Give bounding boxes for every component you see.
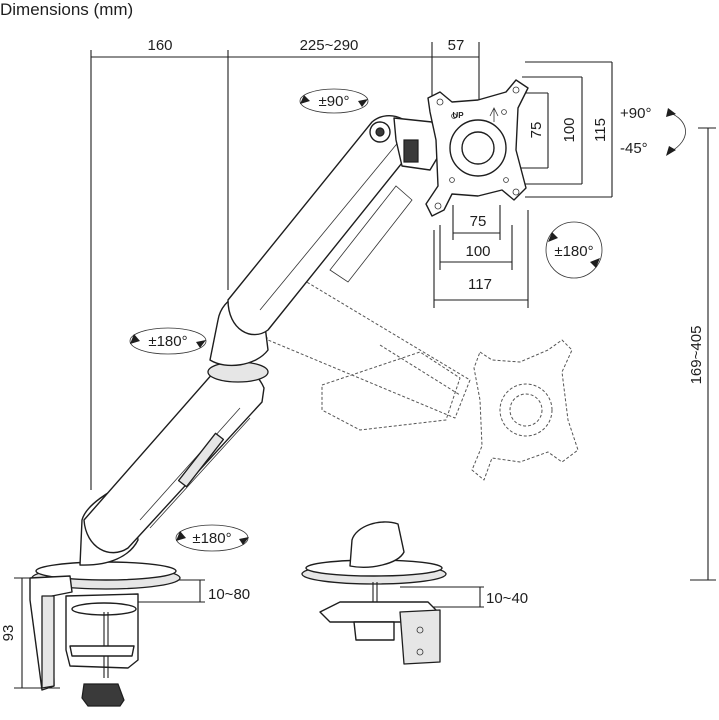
vesa-mounting-plate: UP: [425, 79, 529, 217]
dim-grommet-range: 10~40: [486, 590, 528, 607]
vesa-up-marker: UP: [452, 111, 464, 120]
grommet-mount: [301, 521, 447, 665]
label-tilt-down: -45°: [620, 140, 648, 157]
dim-desk-clamp-range: 10~80: [208, 586, 250, 603]
desk-clamp-mount: [29, 575, 139, 707]
dim-vesa-small-w: 75: [470, 213, 487, 230]
plate-horizontal-dimensions: [433, 205, 529, 308]
dim-arm-lower: 160: [147, 37, 172, 54]
arm-lower-segment: [83, 364, 265, 554]
monitor-arm: [31, 114, 443, 590]
dim-head-offset: 57: [448, 37, 465, 54]
dim-height-range: 169~405: [688, 326, 705, 385]
height-range-dimension: [690, 127, 716, 581]
dim-plate-width: 117: [468, 276, 492, 293]
dim-plate-height: 115: [592, 118, 609, 142]
top-dimension-lines: [90, 42, 480, 490]
dim-vesa-small-h: 75: [528, 122, 545, 139]
dim-arm-upper: 225~290: [300, 37, 359, 54]
label-plate-rotation: ±180°: [554, 243, 593, 260]
dim-clamp-height: 93: [0, 625, 17, 642]
label-elbow-rotation: ±180°: [148, 333, 187, 350]
rotation-plate: ±180°: [545, 221, 603, 279]
lowered-arm-ghost: [244, 277, 579, 481]
rotation-head-swivel: ±90°: [299, 88, 369, 114]
rotation-base: ±180°: [175, 524, 249, 552]
arm-upper-segment: [227, 114, 415, 336]
rotation-elbow: ±180°: [129, 327, 207, 355]
rotation-tilt: +90° -45°: [620, 105, 686, 157]
dim-vesa-large-h: 100: [561, 117, 578, 142]
lower-arm-cable-slot: [177, 432, 225, 488]
label-base-rotation: ±180°: [192, 530, 231, 547]
dim-vesa-large-w: 100: [465, 243, 490, 260]
up-arrow-icon: [489, 107, 499, 122]
label-tilt-up: +90°: [620, 105, 651, 122]
desk-clamp-knob: [81, 683, 125, 707]
diagram-title: Dimensions (mm): [0, 0, 133, 19]
grommet-range-dimension: [400, 586, 484, 608]
label-head-swivel: ±90°: [319, 93, 350, 110]
